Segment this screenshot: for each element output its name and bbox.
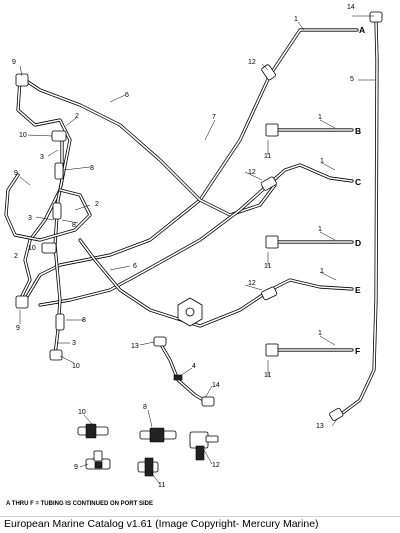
callout-1: 1 <box>294 16 298 23</box>
callout-8: 8 <box>143 404 147 411</box>
fitting-10-bottom <box>49 349 63 361</box>
callout-11: 11 <box>158 482 165 489</box>
barb-fitting-11 <box>137 457 159 477</box>
port-letter-a: A <box>359 25 365 35</box>
tube-a <box>23 28 359 302</box>
port-letter-c: C <box>355 177 361 187</box>
callout-3: 3 <box>72 340 76 347</box>
elbow-fitting-12 <box>189 431 219 461</box>
tube-4 <box>153 336 215 407</box>
callout-1: 1 <box>318 114 322 121</box>
callout-3: 3 <box>28 215 32 222</box>
callout-10: 10 <box>78 409 86 416</box>
callout-2: 2 <box>14 253 18 260</box>
footer: European Marine Catalog v1.61 (Image Cop… <box>0 516 400 533</box>
tee-fitting-10-lower <box>41 242 57 254</box>
callout-1: 1 <box>320 268 324 275</box>
callout-9: 9 <box>14 170 18 177</box>
port-letter-b: B <box>355 126 361 136</box>
callout-6: 6 <box>125 92 129 99</box>
callout-1: 1 <box>318 226 322 233</box>
port-letter-e: E <box>355 285 361 295</box>
callout-1: 1 <box>320 158 324 165</box>
callout-4: 4 <box>192 363 196 370</box>
callout-5: 5 <box>350 76 354 83</box>
callout-12: 12 <box>248 169 256 176</box>
elbow-fitting-14-top <box>369 11 383 23</box>
elbow-fitting-13-bottom <box>329 407 344 421</box>
tee-fitting-9 <box>85 450 111 470</box>
check-valve-8-middle <box>52 202 62 220</box>
callout-11: 11 <box>264 263 271 270</box>
diagram-note: A THRU F = TUBING IS CONTINUED ON PORT S… <box>6 501 153 507</box>
callout-11: 11 <box>264 372 271 379</box>
check-valve-fitting-8 <box>139 427 177 443</box>
tube-5 <box>338 20 379 417</box>
callout-2: 2 <box>95 201 99 208</box>
leader-lines <box>19 15 375 485</box>
check-valve-8-lower <box>55 313 65 331</box>
footer-caption: European Marine Catalog v1.61 (Image Cop… <box>4 518 319 530</box>
parts-diagram: A B C D E F 1 14 12 5 9 6 7 2 10 1 3 8 1… <box>4 4 383 507</box>
callout-3: 3 <box>40 154 44 161</box>
hex-fitting <box>177 297 203 327</box>
tube-6-upper <box>23 78 277 217</box>
tee-fitting-10-upper <box>51 130 67 142</box>
port-stub-d <box>265 235 354 249</box>
port-stub-f <box>265 343 354 357</box>
port-letter-f: F <box>355 346 360 356</box>
callout-12: 12 <box>248 59 256 66</box>
port-letter-d: D <box>355 238 361 248</box>
callout-6: 6 <box>133 263 137 270</box>
tube-c <box>38 163 354 307</box>
callout-12: 12 <box>248 280 256 287</box>
callout-1: 1 <box>318 330 322 337</box>
callout-8: 8 <box>82 317 86 324</box>
callout-13: 13 <box>316 423 324 430</box>
callout-7: 7 <box>212 114 216 121</box>
callout-2: 2 <box>75 113 79 120</box>
straight-fitting-10 <box>77 423 109 439</box>
callout-11: 11 <box>264 153 271 160</box>
callout-9: 9 <box>12 59 16 66</box>
callout-8: 8 <box>90 165 94 172</box>
tube-9-loop <box>4 173 92 242</box>
callout-9: 9 <box>74 464 78 471</box>
callout-14: 14 <box>212 382 220 389</box>
check-valve-8-upper <box>54 162 64 180</box>
tee-fitting-9-lower <box>15 295 29 309</box>
tee-fitting-9-top <box>15 73 29 87</box>
callout-10: 10 <box>72 363 80 370</box>
callout-9: 9 <box>16 325 20 332</box>
callout-10: 10 <box>28 245 36 252</box>
callout-13: 13 <box>131 343 139 350</box>
callout-12: 12 <box>212 462 220 469</box>
port-stub-b <box>265 123 354 137</box>
callout-8: 8 <box>72 222 76 229</box>
callout-14: 14 <box>347 4 355 11</box>
callout-10: 10 <box>19 132 27 139</box>
tube-e <box>78 238 354 328</box>
